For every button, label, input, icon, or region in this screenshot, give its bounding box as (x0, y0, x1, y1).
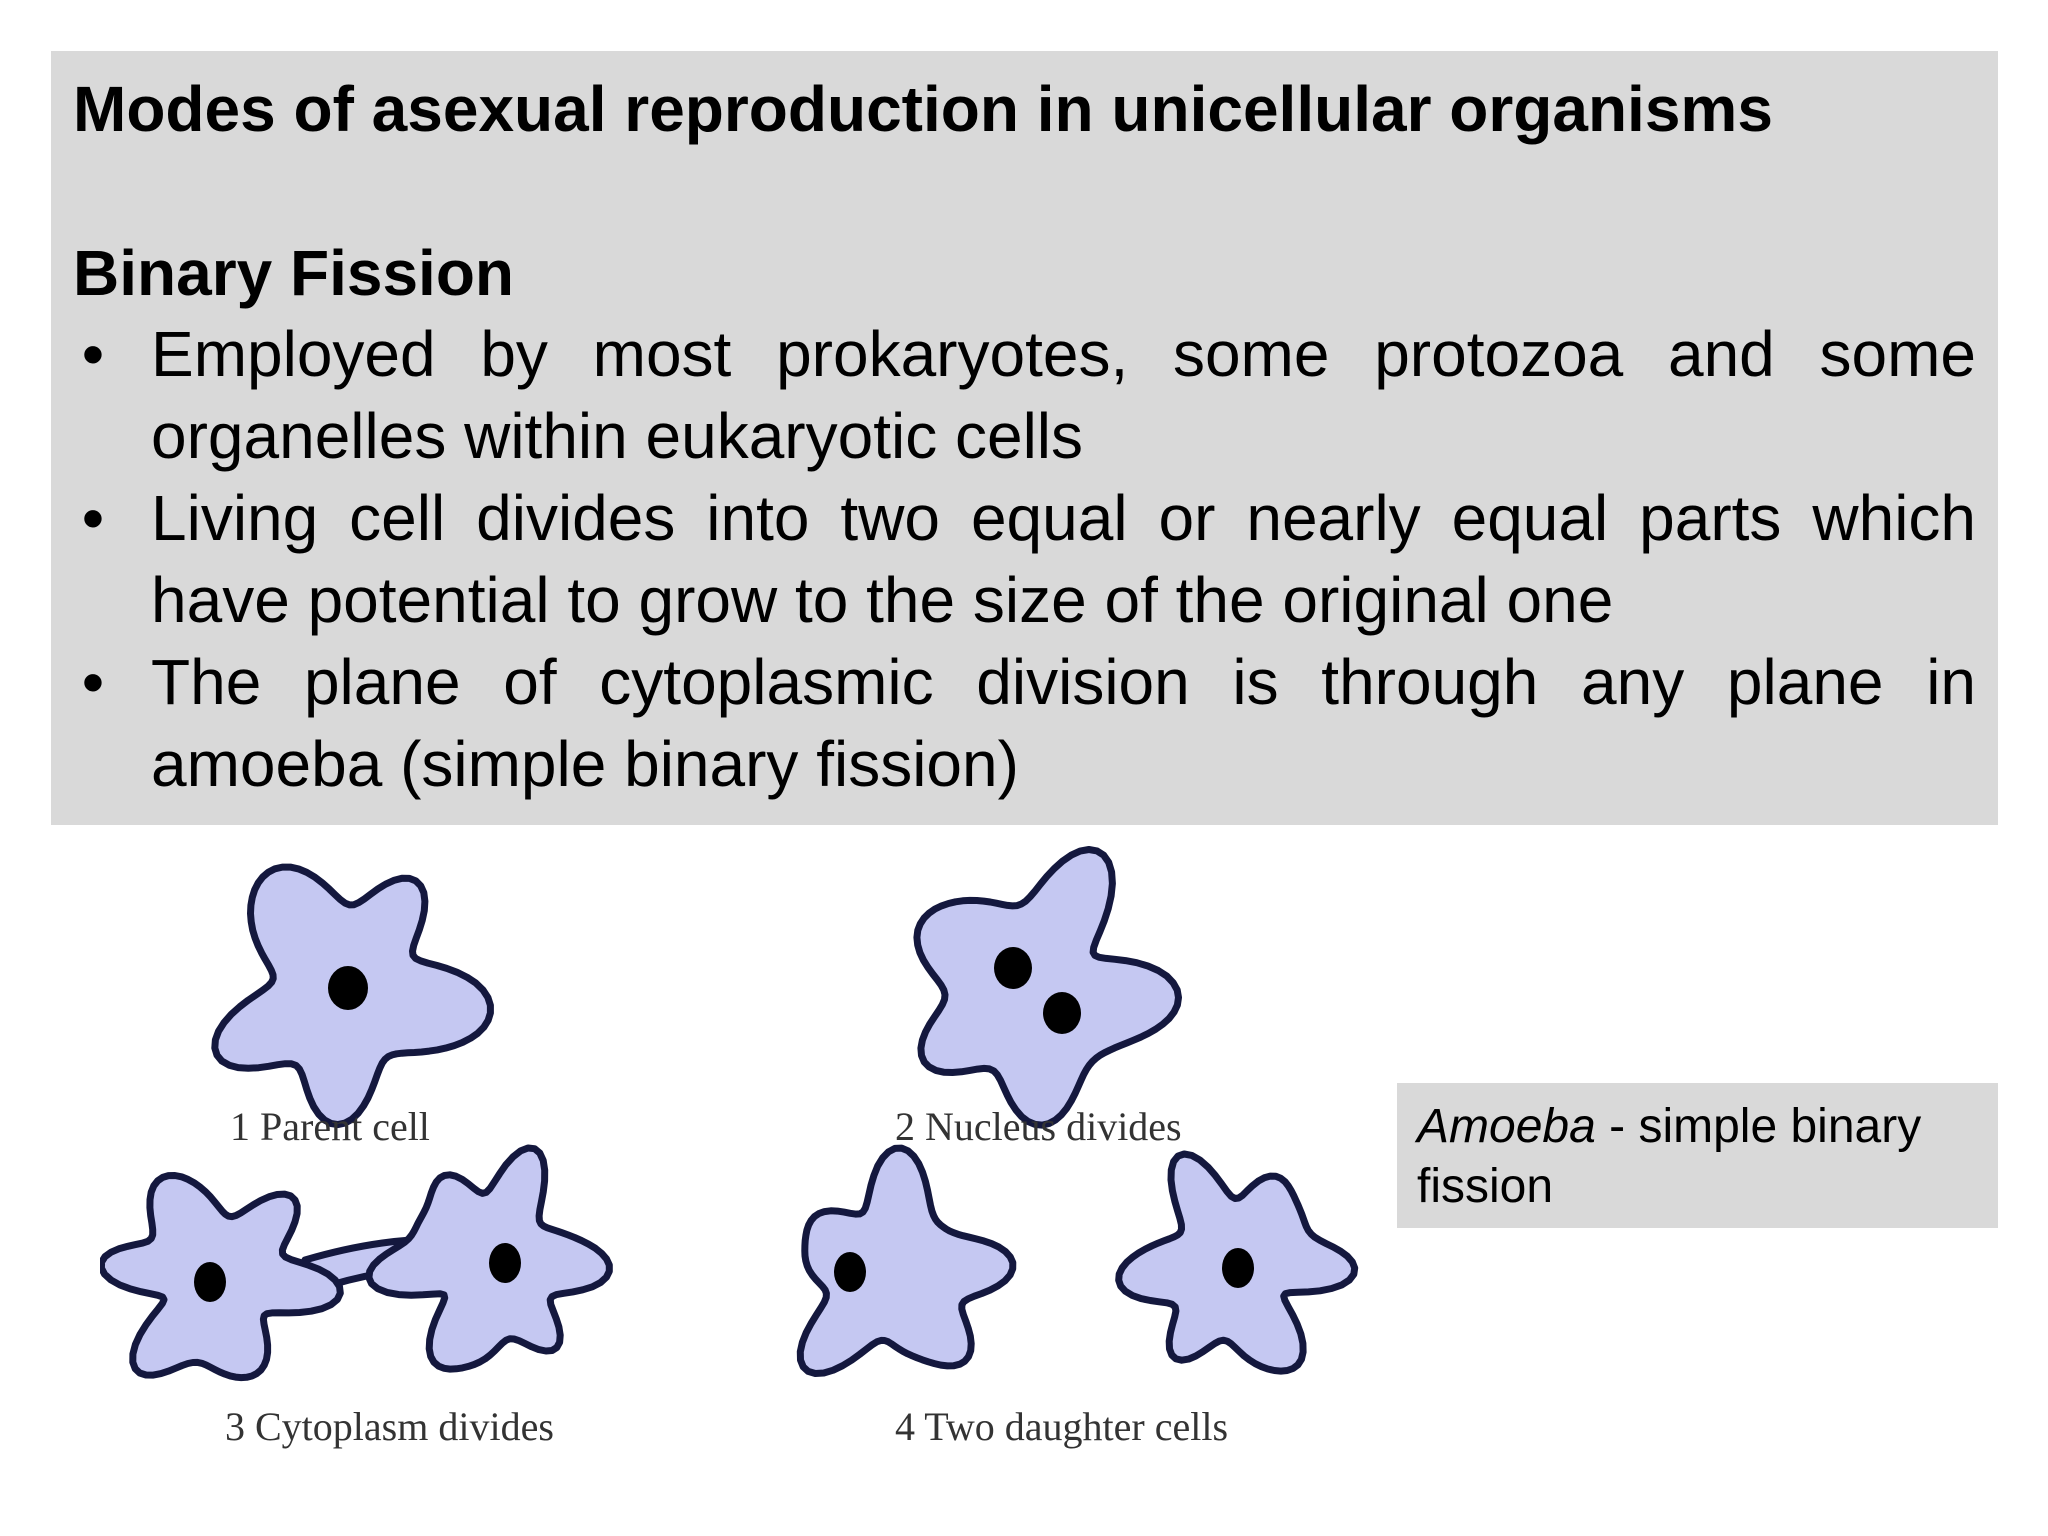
bullet-dot-icon: • (81, 482, 105, 554)
binary-fission-diagram: 1 Parent cell 2 Nucleus divides 3 Cytopl… (100, 840, 1360, 1480)
slide-title: Modes of asexual reproduction in unicell… (73, 73, 1773, 145)
text-panel: Modes of asexual reproduction in unicell… (51, 51, 1998, 825)
amoeba-daughter-left (796, 1144, 1017, 1377)
caption-box: Amoeba - simple binary fission (1397, 1083, 1998, 1228)
diagram-svg: 1 Parent cell 2 Nucleus divides 3 Cytopl… (100, 846, 1359, 1449)
amoeba-nucleus-dividing (913, 846, 1182, 1129)
nucleus (834, 1252, 866, 1292)
stage-label-daughters: 4 Two daughter cells (895, 1404, 1228, 1449)
nucleus (194, 1262, 226, 1302)
cells-group (100, 846, 1359, 1382)
stage-label-parent: 1 Parent cell (230, 1104, 430, 1149)
bullet-text: Employed by most prokaryotes, some proto… (151, 318, 1976, 472)
nucleus (1043, 992, 1081, 1034)
bullet-item: • Living cell divides into two equal or … (73, 477, 1976, 641)
caption-rest: - simple binary fission (1417, 1100, 1922, 1213)
bullet-list: • Employed by most prokaryotes, some pro… (73, 313, 1976, 805)
amoeba-dividing-right (365, 1144, 613, 1373)
bullet-text: The plane of cytoplasmic division is thr… (151, 646, 1976, 800)
bullet-item: • The plane of cytoplasmic division is t… (73, 641, 1976, 805)
section-heading: Binary Fission (73, 237, 514, 309)
stage-label-cytoplasm: 3 Cytoplasm divides (225, 1404, 554, 1449)
stage-label-nucleus: 2 Nucleus divides (895, 1104, 1182, 1149)
bullet-dot-icon: • (81, 646, 105, 718)
nucleus (1222, 1248, 1254, 1288)
caption-italic: Amoeba (1417, 1100, 1596, 1153)
nucleus (328, 966, 368, 1010)
bullet-dot-icon: • (81, 318, 105, 390)
nucleus (994, 947, 1032, 989)
bullet-text: Living cell divides into two equal or ne… (151, 482, 1976, 636)
nucleus (489, 1243, 521, 1283)
bullet-item: • Employed by most prokaryotes, some pro… (73, 313, 1976, 477)
title-spacer (73, 149, 1976, 233)
